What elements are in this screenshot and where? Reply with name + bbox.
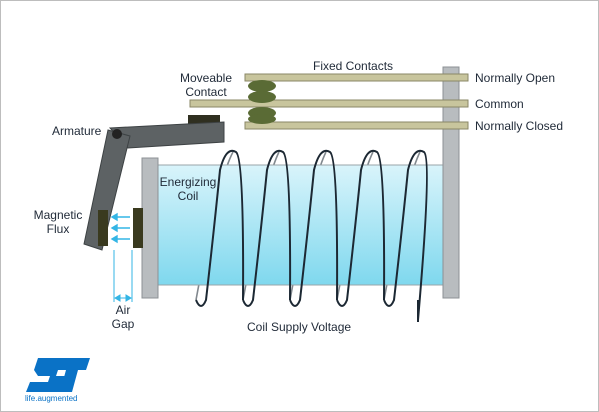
- st-logo: [26, 358, 90, 392]
- air-gap-line1: Air: [115, 303, 131, 317]
- logo-tagline: life.augmented: [25, 394, 78, 403]
- armature-label: Armature: [52, 124, 102, 138]
- magnetic-flux-line1: Magnetic: [33, 208, 83, 222]
- common-label: Common: [475, 97, 524, 111]
- armature-leg: [83, 129, 131, 251]
- normally-open-bar: [244, 73, 469, 82]
- core-pole-piece: [133, 208, 143, 248]
- energizing-coil-line2: Coil: [177, 189, 199, 203]
- normally-open-label: Normally Open: [475, 71, 556, 85]
- moveable-contact-line1: Moveable: [179, 71, 233, 85]
- magnetic-flux-arrows: [110, 212, 130, 244]
- air-gap-marker: [113, 250, 133, 302]
- coil-body: [154, 164, 446, 286]
- moveable-contact-upper: [248, 91, 276, 103]
- fixed-contacts-label: Fixed Contacts: [313, 59, 394, 73]
- moveable-contact-label: Moveable Contact: [176, 71, 236, 99]
- air-gap-line2: Gap: [111, 317, 135, 331]
- coil-supply-voltage-label: Coil Supply Voltage: [247, 320, 352, 334]
- normally-closed-bar: [244, 121, 469, 130]
- coil-left-flange: [141, 157, 159, 299]
- coil-winding-front: [195, 149, 428, 321]
- magnetic-flux-line2: Flux: [46, 222, 70, 236]
- normally-closed-label: Normally Closed: [475, 119, 564, 133]
- nc-contact-point: [248, 114, 276, 124]
- armature-pole-piece: [98, 210, 108, 246]
- armature-pivot: [112, 129, 122, 139]
- common-bar: [189, 99, 469, 108]
- magnetic-flux-label: Magnetic Flux: [28, 208, 88, 236]
- energizing-coil-label: Energizing Coil: [158, 175, 218, 203]
- air-gap-label: Air Gap: [108, 303, 138, 331]
- moveable-contact-line2: Contact: [185, 85, 227, 99]
- energizing-coil-line1: Energizing: [159, 175, 217, 189]
- armature-pusher: [188, 115, 220, 126]
- no-contact-point: [248, 80, 276, 92]
